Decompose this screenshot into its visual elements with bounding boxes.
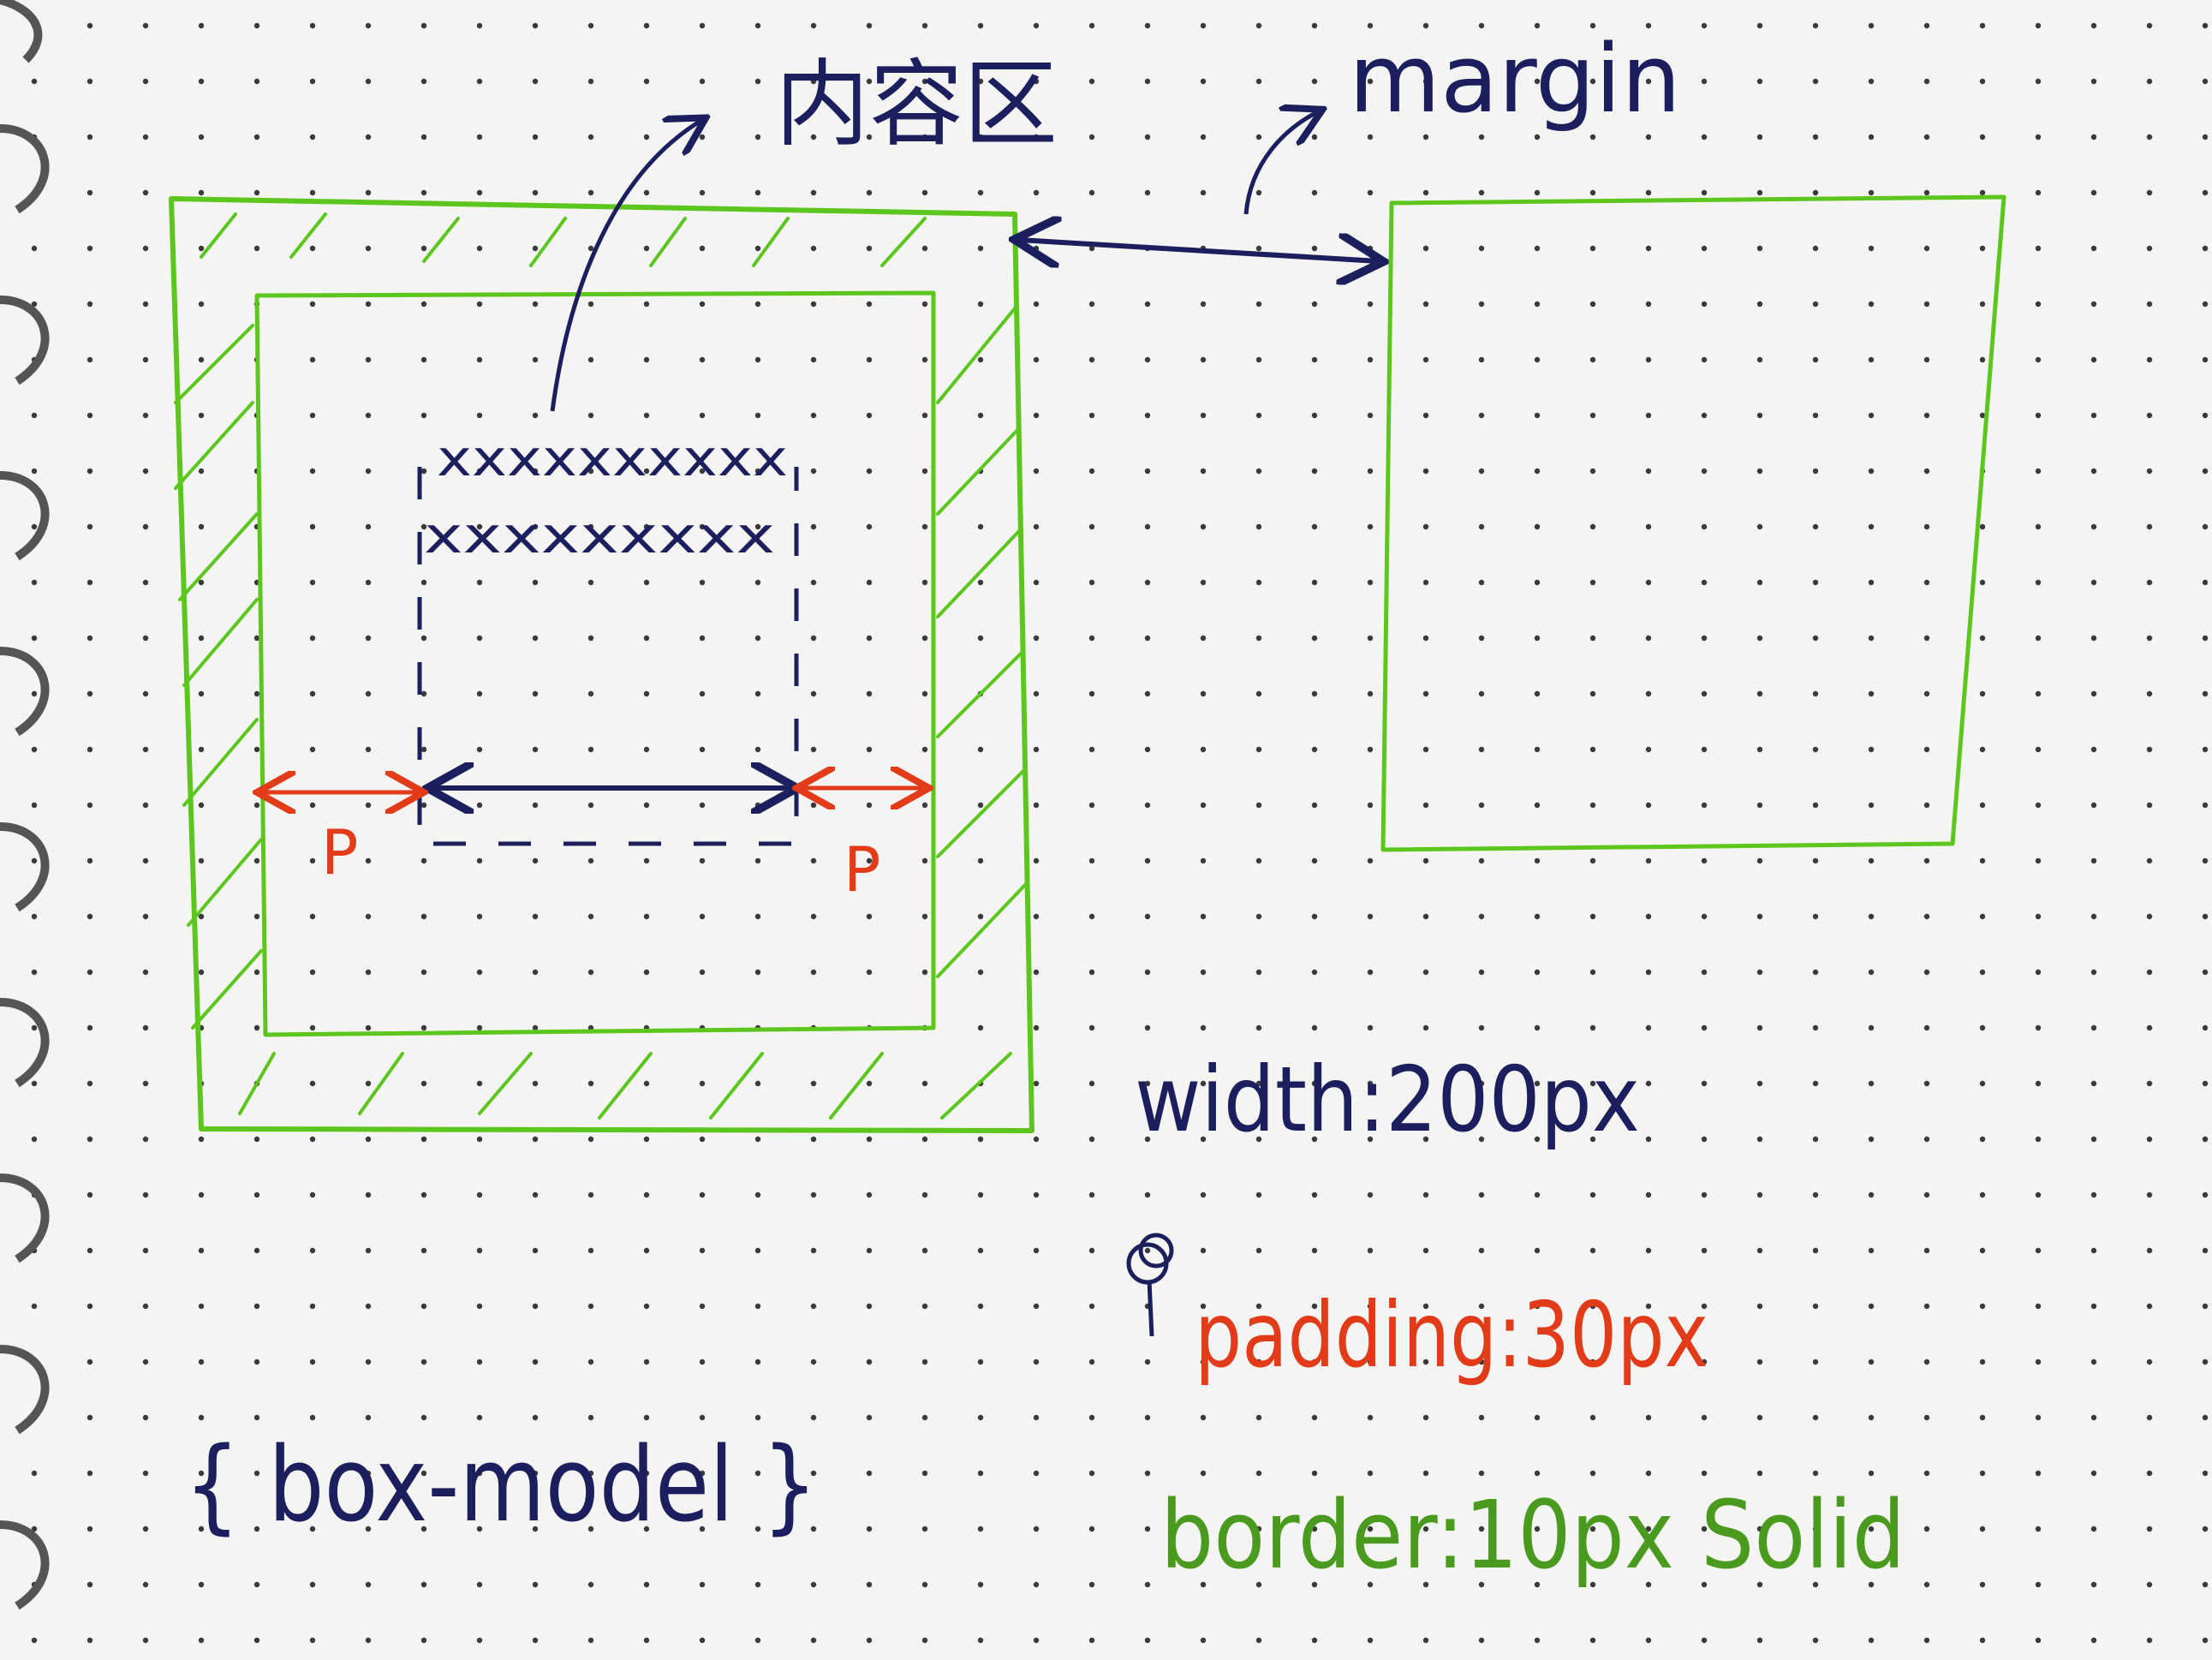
content-label-pointer <box>550 120 702 412</box>
border-note: border:10px Solid <box>1160 1480 1905 1590</box>
content-text-line-1: xxxxxxxxxx <box>437 429 788 487</box>
content-area-label: 内容区 <box>775 50 1058 159</box>
margin-label: margin <box>1349 24 1681 134</box>
adjacent-box <box>1380 194 2006 852</box>
padding-right-label: P <box>844 833 880 905</box>
content-area-outline <box>417 467 799 846</box>
content-text-line-2: xxxxxxxxx <box>424 506 775 564</box>
margin-arrow <box>1019 240 1379 261</box>
padding-left-label: P <box>321 816 358 888</box>
margin-label-pointer <box>1243 111 1319 215</box>
spiral-binding <box>0 0 50 1610</box>
pen-scribble <box>1126 1233 1174 1337</box>
border-hatching <box>174 212 1029 1120</box>
diagram-title: { box-model } <box>184 1426 818 1545</box>
padding-note: padding:30px <box>1195 1283 1708 1388</box>
outer-border-box <box>169 196 1034 1133</box>
width-note: width:200px <box>1135 1048 1640 1152</box>
